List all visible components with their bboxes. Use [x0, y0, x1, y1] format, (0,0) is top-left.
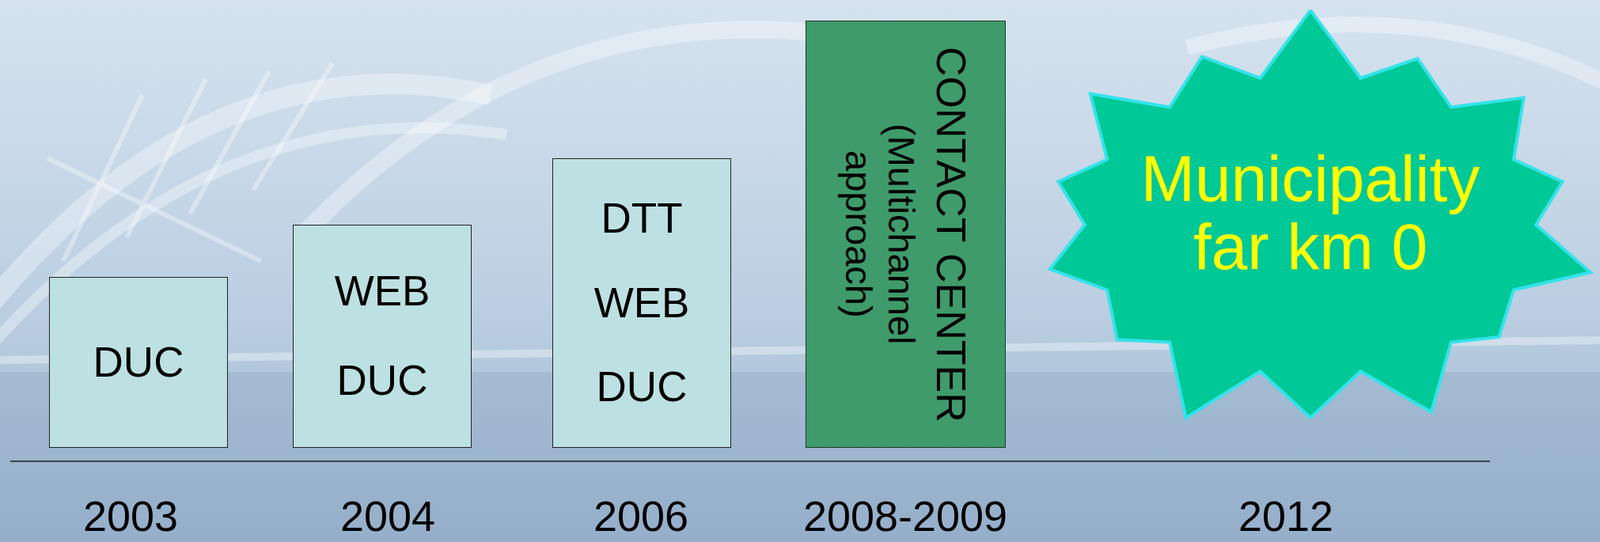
year-label: 2006: [593, 494, 689, 538]
channel-name: DUC: [596, 363, 688, 412]
year-label: 2004: [340, 494, 436, 538]
channel-name: DUC: [337, 356, 429, 406]
timeline-axis: [10, 460, 1491, 462]
channel-name: DUC: [93, 338, 185, 387]
channel-name: DTT: [600, 194, 683, 243]
channel-name: WEB: [594, 279, 691, 328]
year-label: 2008-2009: [803, 494, 1008, 538]
year-label: 2003: [83, 494, 179, 538]
timeline-box: DUC: [49, 276, 228, 448]
channel-name: WEB: [334, 267, 431, 316]
headline-text: Municipality far km 0: [1124, 144, 1497, 281]
timeline-box: DTT WEB DUC: [552, 158, 732, 448]
bridge-lattice: [47, 63, 333, 262]
box-title: CONTACT CENTER: [927, 46, 975, 423]
year-label: 2012: [1238, 494, 1334, 538]
highlight-box: CONTACT CENTER(Multichannel approach): [805, 20, 1006, 448]
starburst-node: Municipality far km 0: [1020, 7, 1600, 442]
river-band: [0, 371, 1600, 542]
timeline-box: WEB DUC: [292, 224, 472, 448]
starburst-shape: [1050, 10, 1591, 418]
box-subtitle: (Multichannel approach): [837, 103, 923, 365]
